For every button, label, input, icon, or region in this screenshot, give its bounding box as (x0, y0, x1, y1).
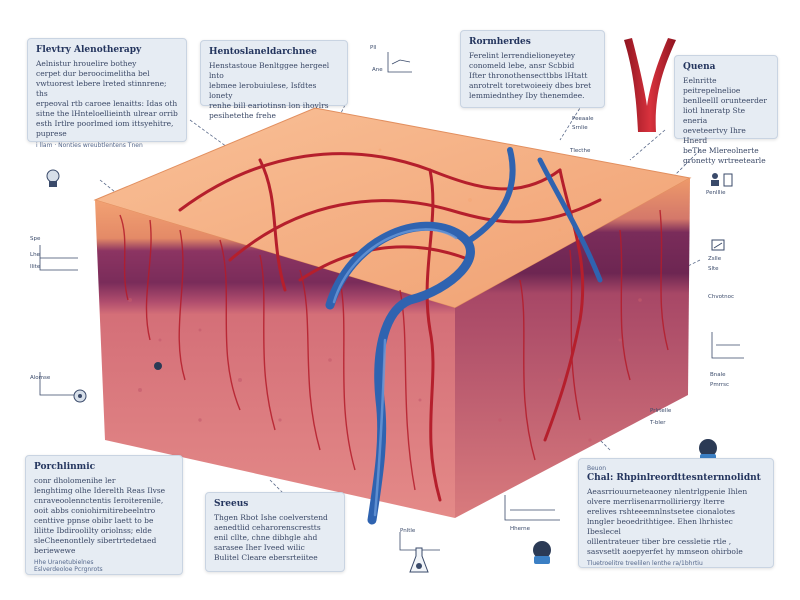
callout-label: Alomse (30, 375, 51, 381)
panel-top-middle: Hentoslaneldarchnee Henstastoue Benltgge… (200, 40, 348, 120)
panel-body: Eelnritte peitrepelnelioe benlleellI oru… (683, 76, 767, 165)
robot-icon-bottom (533, 541, 551, 564)
panel-body: Aeasrriouurneteaoney nlentrlgpenie Ihlen… (587, 487, 748, 556)
callout-label: Tlecthe (570, 148, 591, 154)
callout-label: Ane (372, 67, 383, 73)
panel-bottom-left: Porchlinmic conr dholomenihe ler lenghti… (25, 455, 183, 575)
panel-footer: i llam · Nonties wreubtlentens Tnen (36, 142, 143, 149)
callout-label: Spe (30, 236, 41, 242)
callout-label: Pnltle (400, 528, 416, 534)
panel-top-right: Rormherdes Ferelint lerrendielioneyetey … (460, 30, 605, 108)
panel-vessel-card: Quena Eelnritte peitrepelnelioe benlleel… (674, 55, 778, 165)
microscope-icon-left (46, 169, 60, 187)
callout-label: T-bler (650, 420, 666, 426)
panel-body: Aelnistur hrouelire bothey cerpet dur be… (36, 59, 178, 138)
panel-footer: Tluetroelitre treelilen lenthe ra/1bhrti… (587, 560, 703, 567)
panel-title: Hentoslaneldarchnee (209, 47, 317, 57)
dermis-texture (128, 298, 642, 442)
panel-footer: Hhe Uranetubielnes Eslverdeoloe Pcrgnrot… (34, 559, 103, 573)
front-face-layers (95, 200, 455, 518)
panel-title: Quena (683, 62, 716, 72)
panel-body: Henstastoue Benltggee hergeel lnto lebme… (209, 61, 330, 120)
callout-label: Slte (708, 266, 719, 272)
chart-icon-right (711, 239, 725, 251)
panel-title: Sreeus (214, 499, 249, 509)
panel-body: conr dholomenihe ler lenghtimg olhe Ider… (34, 476, 166, 555)
callout-label: Zslle (708, 256, 722, 262)
panel-title: Chal: Rhpinlreordttesnternnolidnt (587, 473, 761, 483)
capillaries-side (519, 209, 669, 461)
callout-label: Pmrrsc (710, 382, 729, 388)
small-graph-glyphs (39, 52, 744, 551)
panel-body: Thgen Rbot Ishe coelverstend aenedtlid c… (214, 513, 328, 562)
panel-top-left: Flevtry Alenotherapy Aelnistur hrouelire… (27, 38, 187, 149)
callout-label: Ilite (30, 264, 41, 270)
callout-label: Chvotnoc (708, 294, 734, 300)
callout-label: Lhe (30, 252, 40, 258)
panel-title: Flevtry Alenotherapy (36, 45, 142, 55)
gear-icon-left (73, 389, 87, 403)
callout-label: Pll (370, 45, 377, 51)
panel-title: Rormherdes (469, 37, 531, 47)
panel-bottom-right: Beuon Chal: Rhpinlreordttesnternnolidnt … (578, 458, 774, 568)
panel-bottom-middle: Sreeus Thgen Rbot Ishe coelverstend aene… (205, 492, 345, 572)
callout-label: Bnale (710, 372, 726, 378)
panel-title: Porchlinmic (34, 462, 96, 472)
callout-label: Prlrtelle (650, 408, 672, 414)
callout-label: Peeaale (572, 116, 594, 122)
vessel-icon (624, 38, 676, 132)
flask-icon-bottom (409, 547, 429, 573)
callout-label: Penlllie (706, 190, 726, 196)
marker-dot (154, 362, 162, 370)
panel-body: Ferelint lerrendielioneyetey conomeld le… (469, 51, 592, 100)
user-icon-right (711, 173, 733, 187)
callout-label: Hherne (510, 526, 531, 532)
callout-label: Srnlie (572, 125, 588, 131)
panel-header: Beuon (587, 465, 607, 472)
